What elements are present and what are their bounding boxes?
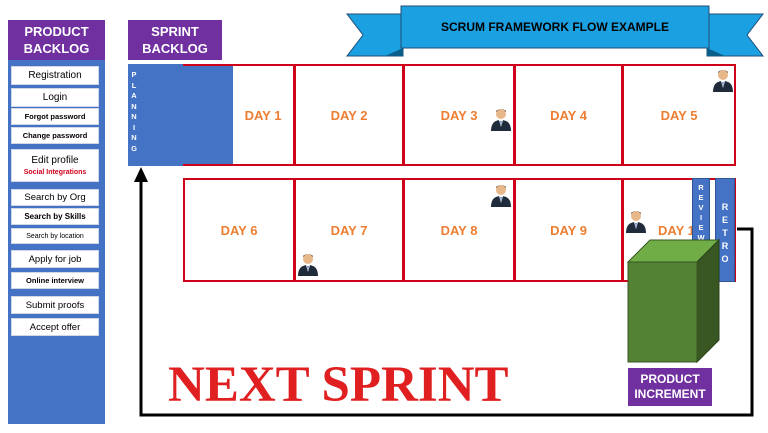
day-2-cell: DAY 2 [294,64,404,166]
social-integrations-label: Social Integrations [23,169,87,176]
person-icon [626,211,646,233]
day-1-cell: DAY 1 [233,64,295,166]
backlog-item-search-by-location: Search by location [11,228,99,244]
person-icon [491,109,511,131]
row1-bottom-edge [183,164,235,166]
banner-title: SCRUM FRAMEWORK FLOW EXAMPLE [441,20,669,34]
day-7-cell: DAY 7 [294,178,404,282]
backlog-item-accept-offer: Accept offer [11,318,99,336]
backlog-item-apply-for-job: Apply for job [11,250,99,268]
backlog-item-registration: Registration [11,66,99,85]
backlog-item-change-password: Change password [11,127,99,144]
backlog-item-login: Login [11,88,99,107]
sprint-backlog-header: SPRINT BACKLOG [128,20,222,60]
day-5-cell: DAY 5 [622,64,736,166]
row1-top-edge [183,64,235,66]
product-increment-label: PRODUCT INCREMENT [628,368,712,406]
person-icon [491,185,511,207]
backlog-item-search-by-skills: Search by Skills [11,208,99,225]
backlog-item-online-interview: Online interview [11,272,99,289]
backlog-item-search-by-org: Search by Org [11,189,99,206]
planning-block [128,64,234,166]
person-icon [298,254,318,276]
day-9-cell: DAY 9 [514,178,623,282]
banner-ribbon [345,5,765,57]
backlog-item-submit-proofs: Submit proofs [11,296,99,314]
backlog-item-forgot-password: Forgot password [11,108,99,125]
day-8-cell: DAY 8 [403,178,515,282]
backlog-item-edit-profile: Edit profile Social Integrations [11,149,99,182]
person-icon [713,70,733,92]
product-backlog-header: PRODUCT BACKLOG [8,20,105,60]
product-increment-cube-icon [626,238,721,364]
next-sprint-label: NEXT SPRINT [168,357,509,413]
